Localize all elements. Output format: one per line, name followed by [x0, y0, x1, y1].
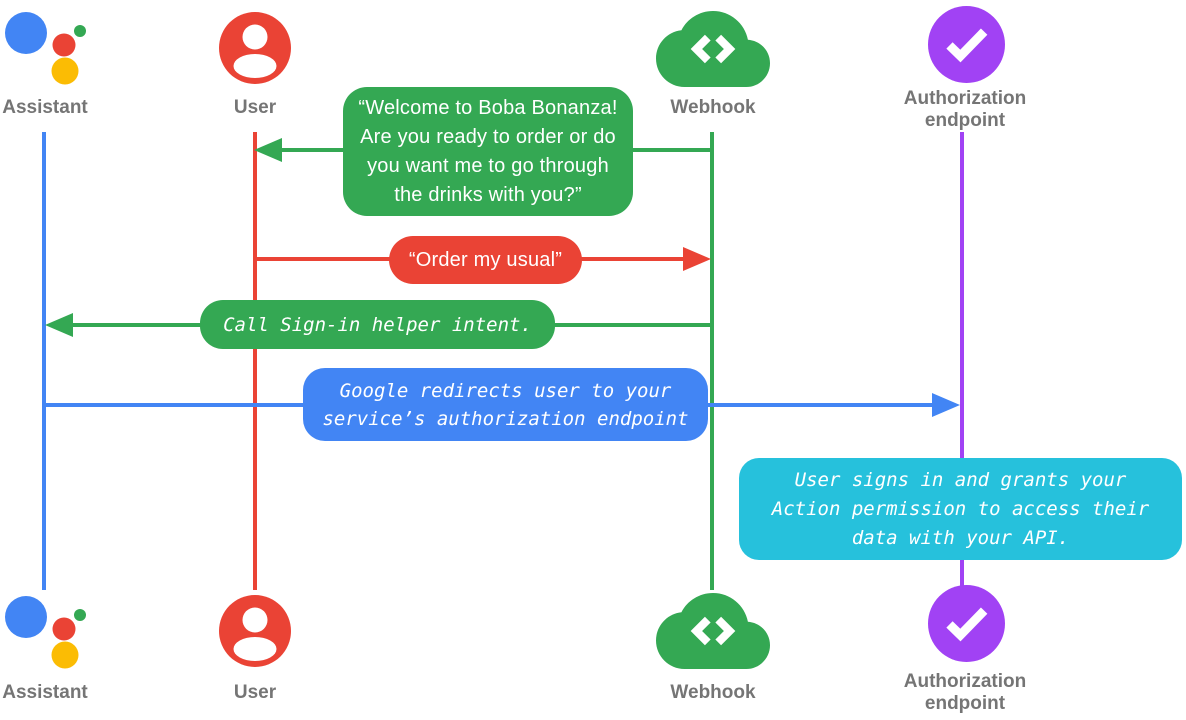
- authorization-endpoint-check-icon-bottom: [928, 585, 1005, 662]
- user-label-top: User: [233, 97, 277, 118]
- user-label-bottom: User: [233, 682, 277, 703]
- user-icon: [219, 12, 291, 84]
- webhook-cloud-icon-bottom: [656, 593, 770, 669]
- user-lifeline: [253, 132, 257, 590]
- authorization-endpoint-label-bottom: Authorization endpoint: [903, 671, 1027, 714]
- redirect-message-text: Google redirects user to your service’s …: [322, 379, 689, 430]
- authorization-endpoint-lifeline: [960, 132, 964, 590]
- order-message-text: “Order my usual”: [408, 248, 563, 271]
- assistant-lifeline: [42, 132, 46, 590]
- assistant-label-bottom: Assistant: [2, 682, 88, 703]
- assistant-icon: [5, 12, 86, 85]
- webhook-label-top: Webhook: [670, 97, 756, 118]
- welcome-message-text: “Welcome to Boba Bonanza! Are you ready …: [358, 96, 618, 206]
- signin-message-text: Call Sign-in helper intent.: [223, 313, 532, 336]
- welcome-arrowhead-left-icon: [254, 138, 282, 162]
- webhook-cloud-icon: [656, 11, 770, 87]
- signin-note-bubble: User signs in and grants your Action per…: [739, 458, 1182, 560]
- signin-note-text: User signs in and grants your Action per…: [771, 468, 1150, 549]
- assistant-icon-bottom: [5, 596, 86, 669]
- welcome-message-bubble: “Welcome to Boba Bonanza! Are you ready …: [343, 87, 633, 216]
- webhook-label-bottom: Webhook: [670, 682, 756, 703]
- assistant-label-top: Assistant: [2, 97, 88, 118]
- signin-arrowhead-left-icon: [45, 313, 73, 337]
- redirect-message-bubble: Google redirects user to your service’s …: [303, 368, 708, 441]
- signin-message-bubble: Call Sign-in helper intent.: [200, 300, 555, 349]
- redirect-arrowhead-right-icon: [932, 393, 960, 417]
- order-arrowhead-right-icon: [683, 247, 711, 271]
- webhook-lifeline: [710, 132, 714, 590]
- authorization-endpoint-check-icon: [928, 6, 1005, 83]
- user-icon-bottom: [219, 595, 291, 667]
- authorization-endpoint-label-top: Authorization endpoint: [903, 88, 1027, 131]
- order-message-bubble: “Order my usual”: [389, 236, 582, 284]
